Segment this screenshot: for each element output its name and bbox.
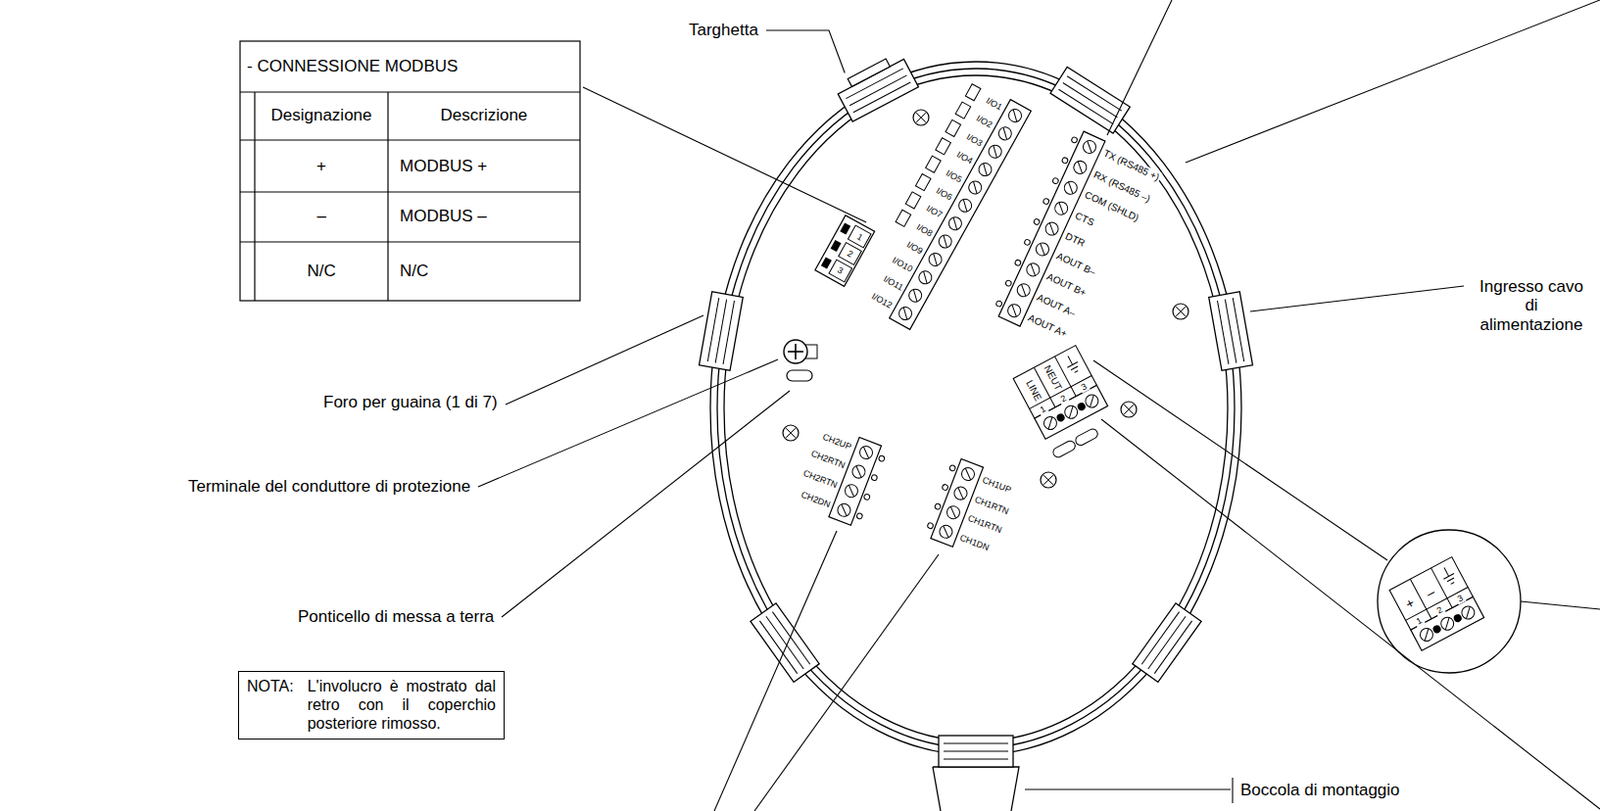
terminal-label: CTS [1070, 208, 1098, 229]
terminal-block [1013, 345, 1118, 460]
ground-jumper [786, 370, 813, 382]
protective-terminal [783, 339, 818, 364]
terminal-label: I/O2 [972, 112, 996, 132]
terminal-block [1389, 557, 1484, 652]
table-cell: MODBUS + [397, 156, 489, 177]
leader-line [714, 531, 837, 811]
leader-line [478, 359, 778, 487]
callout-label: Ingresso cavo di alimentazione [1470, 277, 1593, 336]
conduit-boss [938, 735, 1014, 768]
leader-line [582, 87, 867, 223]
terminal-label: I/O3 [963, 130, 986, 149]
terminal-label: DTR [1062, 229, 1089, 250]
leader-line [1250, 286, 1464, 312]
terminal-label: AOUT A– [1033, 290, 1080, 321]
callout-label: Boccola di montaggio [1238, 780, 1403, 801]
callout-label: Ponticello di messa a terra [295, 607, 496, 628]
terminal-label: I/O9 [902, 239, 925, 258]
terminal-label: CH1DN [957, 532, 993, 554]
conduit-boss [833, 50, 919, 122]
table-cell: N/C [397, 261, 431, 282]
leader-line [766, 30, 845, 73]
leader-line [1520, 601, 1600, 610]
screw [913, 109, 929, 126]
conduit-boss [699, 291, 744, 371]
callout-label: Terminale del conduttore di protezione [186, 477, 473, 497]
terminal-label: AOUT A+ [1023, 310, 1070, 340]
terminal-label: I/O6 [932, 185, 956, 204]
callout-label: Foro per guaina (1 di 7) [321, 392, 500, 413]
screw [1040, 472, 1057, 488]
leader-line [1101, 419, 1600, 810]
terminal-label: CH2RTN [800, 467, 841, 491]
terminal-label: I/O10 [888, 254, 917, 277]
leader-line [505, 315, 704, 405]
mounting-boss [932, 767, 1019, 811]
screw [1120, 401, 1137, 418]
table-cell: MODBUS – [397, 206, 489, 227]
terminal-label: CH1UP [978, 474, 1015, 496]
conduit-boss [1209, 291, 1254, 371]
table-title: - CONNESSIONE MODBUS [244, 56, 460, 77]
leader-line [754, 554, 939, 811]
terminal-label: AOUT B+ [1043, 270, 1090, 300]
conduit-boss [1132, 603, 1202, 682]
terminal-label: CH2UP [819, 431, 855, 453]
modbus-table-grid [240, 41, 581, 301]
terminal-block [815, 215, 875, 287]
table-cell: + [314, 156, 329, 177]
conduit-boss [1050, 66, 1130, 134]
terminal-label: I/O4 [952, 148, 975, 168]
terminal-label: CH1RTN [964, 513, 1005, 537]
terminal-label: CH1RTN [971, 493, 1013, 518]
terminal-label: I/O1 [982, 95, 1006, 114]
screw [782, 425, 799, 441]
terminal-label: I/O5 [942, 166, 966, 186]
table-cell: Descrizione [438, 105, 531, 126]
terminal-label: I/O8 [913, 220, 936, 240]
callout-label: Targhetta [686, 20, 761, 41]
leader-line [1093, 360, 1388, 561]
note-box: NOTA: L'involucro è mostrato dal retro co… [238, 671, 505, 740]
housing-ring [710, 61, 1242, 756]
terminal-label: I/O12 [869, 290, 897, 312]
housing-ring [724, 75, 1228, 742]
housing-ring [717, 68, 1235, 749]
leader-line [1024, 788, 1231, 790]
leader-line [1185, 0, 1600, 163]
terminal-label: I/O7 [922, 202, 946, 222]
terminal-label: CH2DN [797, 488, 833, 511]
terminal-label: I/O11 [879, 272, 907, 293]
note-text: L'involucro è mostrato dal retro con il … [307, 677, 496, 734]
table-cell: N/C [305, 261, 339, 282]
terminal-block [991, 128, 1106, 327]
conduit-boss [750, 603, 820, 682]
leader-line [1231, 777, 1233, 804]
terminal-label: CH2RTN [807, 448, 848, 473]
table-cell: Designazione [269, 105, 375, 126]
terminal-block [853, 79, 1031, 330]
note-label: NOTA: [246, 677, 294, 696]
screw [1172, 303, 1189, 320]
leader-line [501, 390, 790, 618]
nameplate-tab [847, 58, 890, 87]
table-cell: – [315, 206, 329, 227]
leader-line [1107, 0, 1172, 136]
